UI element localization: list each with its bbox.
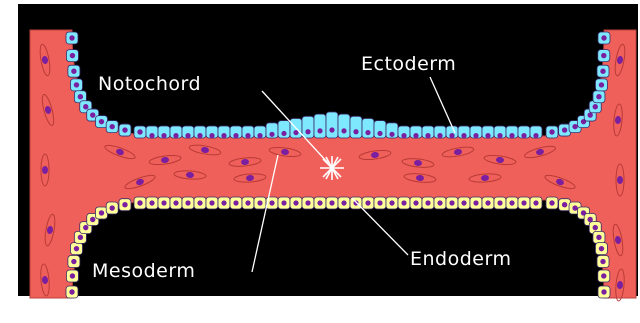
endoderm-cell	[119, 199, 131, 211]
endoderm-cell	[194, 197, 206, 209]
endoderm-cell	[254, 197, 266, 209]
ectoderm-cell	[398, 126, 410, 138]
ectoderm-cell	[326, 112, 338, 138]
ectoderm-cell	[158, 126, 170, 138]
ectoderm-cell	[278, 121, 290, 138]
endoderm-cell	[314, 197, 326, 209]
ectoderm-cell	[170, 126, 182, 138]
endoderm-cell	[374, 197, 386, 209]
ectoderm-cell	[266, 123, 278, 138]
ectoderm-cell	[95, 116, 107, 128]
endoderm-cell	[170, 197, 182, 209]
endoderm-cell	[134, 197, 146, 209]
ectoderm-cell	[230, 126, 242, 138]
endoderm-cell	[494, 197, 506, 209]
ectoderm-cell	[410, 126, 422, 138]
endoderm-cell	[518, 197, 530, 209]
ectoderm-cell	[68, 65, 80, 77]
endoderm-cell	[95, 207, 107, 219]
endoderm-cell	[158, 197, 170, 209]
endoderm-cell	[506, 197, 518, 209]
ectoderm-cell	[119, 124, 131, 136]
ectoderm-cell	[506, 126, 518, 138]
ectoderm-cell	[254, 126, 266, 138]
endoderm-cell	[326, 197, 338, 209]
notochord-star	[320, 156, 344, 180]
ectoderm-cell	[242, 126, 254, 138]
ectoderm-cell	[494, 126, 506, 138]
ectoderm-cell	[66, 32, 78, 44]
ectoderm-cell	[66, 50, 78, 62]
endoderm-cell	[446, 197, 458, 209]
ectoderm-cell	[106, 121, 118, 133]
notochord-label: Notochord	[98, 73, 201, 95]
ectoderm-cell	[595, 79, 607, 91]
endoderm-cell	[546, 197, 558, 209]
endoderm-cell	[242, 197, 254, 209]
ectoderm-cell	[546, 126, 558, 138]
endoderm-cell	[597, 256, 609, 268]
ectoderm-cell	[134, 126, 146, 138]
ectoderm-cell	[350, 116, 362, 138]
endoderm-cell	[410, 197, 422, 209]
endoderm-cell	[290, 197, 302, 209]
endoderm-cell	[338, 197, 350, 209]
endoderm-cell	[146, 197, 158, 209]
mesoderm-label: Mesoderm	[92, 260, 195, 282]
ectoderm-cell	[374, 121, 386, 138]
endoderm-cell	[302, 197, 314, 209]
endoderm-cell	[278, 197, 290, 209]
endoderm-cell	[218, 197, 230, 209]
ectoderm-cell	[194, 126, 206, 138]
endoderm-cell	[182, 197, 194, 209]
endoderm-cell	[598, 270, 610, 282]
endoderm-cell	[398, 197, 410, 209]
ectoderm-cell	[146, 126, 158, 138]
endoderm-cell	[595, 243, 607, 255]
endoderm-cell	[434, 197, 446, 209]
ectoderm-cell	[482, 126, 494, 138]
ectoderm-cell	[597, 65, 609, 77]
endoderm-label: Endoderm	[410, 248, 511, 270]
endoderm-cell	[230, 197, 242, 209]
ectoderm-cell	[434, 126, 446, 138]
ectoderm-cell	[470, 126, 482, 138]
ectoderm-cell	[386, 123, 398, 138]
ectoderm-label: Ectoderm	[361, 53, 456, 75]
ectoderm-cell	[422, 126, 434, 138]
ectoderm-cell	[338, 114, 350, 138]
endoderm-cell	[530, 197, 542, 209]
endoderm-cell	[598, 286, 610, 298]
endoderm-cell	[458, 197, 470, 209]
ectoderm-cell	[206, 126, 218, 138]
ectoderm-cell	[70, 79, 82, 91]
endoderm-cell	[470, 197, 482, 209]
ectoderm-cell	[182, 126, 194, 138]
ectoderm-cell	[593, 91, 605, 103]
ectoderm-cell	[302, 116, 314, 138]
endoderm-cell	[482, 197, 494, 209]
ectoderm-cell	[598, 32, 610, 44]
endoderm-cell	[206, 197, 218, 209]
endoderm-cell	[362, 197, 374, 209]
ectoderm-cell	[530, 126, 542, 138]
endoderm-cell	[593, 231, 605, 243]
ectoderm-cell	[598, 50, 610, 62]
ectoderm-cell	[458, 126, 470, 138]
endoderm-cell	[66, 286, 78, 298]
endoderm-cell	[66, 270, 78, 282]
endoderm-cell	[106, 202, 118, 214]
ectoderm-cell	[314, 114, 326, 138]
endoderm-cell	[422, 197, 434, 209]
ectoderm-cell	[218, 126, 230, 138]
endoderm-cell	[70, 243, 82, 255]
ectoderm-cell	[362, 118, 374, 138]
endoderm-cell	[68, 256, 80, 268]
endoderm-cell	[386, 197, 398, 209]
ectoderm-cell	[518, 126, 530, 138]
